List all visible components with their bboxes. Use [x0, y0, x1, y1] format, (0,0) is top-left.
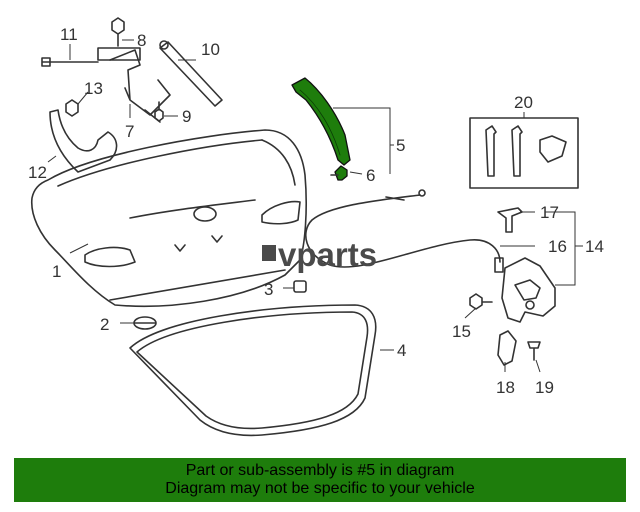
bracket-18	[497, 330, 517, 366]
bolt-15	[469, 293, 493, 310]
kit-box-20	[469, 117, 579, 189]
callout-19: 19	[535, 378, 554, 397]
callout-1: 1	[52, 262, 61, 281]
callout-3: 3	[264, 280, 273, 299]
hinge-assembly	[97, 47, 171, 123]
callout-8: 8	[137, 31, 146, 50]
lock-part-17	[497, 207, 523, 233]
callout-20: 20	[514, 93, 533, 112]
callout-11: 11	[60, 25, 78, 44]
callout-10: 10	[201, 40, 220, 59]
callout-14: 14	[585, 237, 604, 256]
bolt-9	[154, 101, 164, 122]
callout-12: 12	[28, 163, 47, 182]
callout-7: 7	[125, 122, 134, 141]
bolt-13	[65, 99, 79, 117]
info-banner: Part or sub-assembly is #5 in diagram Di…	[14, 458, 626, 502]
callout-13: 13	[84, 79, 103, 98]
callout-18: 18	[496, 378, 515, 397]
callout-numbers: 1 2 3 4 5 6 7 8 9 10 11 12 13 14 15 16 1…	[28, 25, 604, 397]
handle-bracket-part-5[interactable]	[291, 77, 351, 166]
clip-part-6[interactable]	[330, 165, 348, 181]
logo-text: vparts	[278, 236, 377, 273]
callout-15: 15	[452, 322, 471, 341]
callout-2: 2	[100, 315, 109, 334]
callout-9: 9	[182, 107, 191, 126]
leader-lines	[47, 39, 583, 373]
grommet-2	[133, 316, 157, 330]
callout-5: 5	[396, 136, 405, 155]
release-cable	[304, 189, 504, 273]
banner-line-2: Diagram may not be specific to your vehi…	[165, 480, 475, 497]
bolt-11	[41, 57, 99, 67]
torsion-rod-10	[159, 40, 223, 107]
logo-mark-icon	[262, 245, 276, 261]
parts-diagram: vparts 1 2 3 4 5 6 7 8 9 10 11 12 13 14 …	[28, 17, 604, 437]
bolt-8	[111, 17, 125, 47]
callout-6: 6	[366, 166, 375, 185]
banner-line-1: Part or sub-assembly is #5 in diagram	[185, 462, 455, 479]
callout-17: 17	[540, 203, 559, 222]
callout-16: 16	[548, 237, 567, 256]
bracket-12	[49, 109, 118, 173]
lock-assembly	[501, 257, 556, 323]
bolt-19	[527, 341, 541, 361]
weatherstrip	[129, 304, 377, 437]
cushion-3	[293, 280, 307, 293]
callout-4: 4	[397, 341, 406, 360]
trunk-lid	[30, 129, 307, 308]
site-logo: vparts	[262, 236, 377, 273]
